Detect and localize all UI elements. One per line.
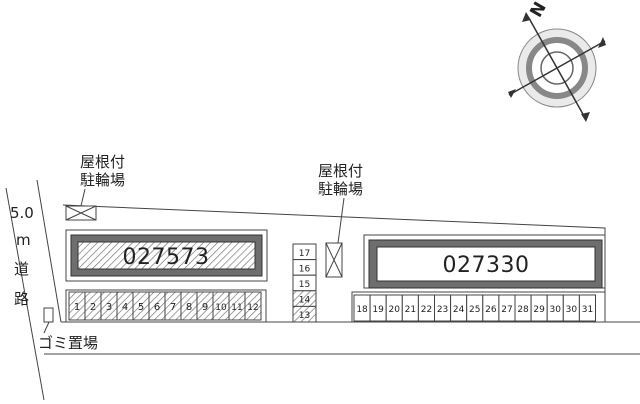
parking-stall-mid-1-number: 17 [299,249,310,259]
parking-stall-left-4: 4 [116,291,134,321]
parking-stall-left-10-number: 10 [215,303,227,313]
parking-stall-left-12-number: 12 [247,303,258,313]
compass-icon [508,12,606,122]
garbage-leader [43,321,50,334]
parking-stall-right-3-number: 20 [389,305,401,315]
building-1-id: 027573 [123,245,210,270]
parking-stall-right-10: 27 [498,294,516,322]
parking-stall-right-11: 28 [514,294,532,322]
parking-stall-left-8: 8 [180,291,198,321]
parking-stall-right-4-number: 21 [405,305,416,315]
parking-right-row: 18 19 20 21 22 23 24 25 26 27 28 29 30 30 31 [351,291,606,323]
bike-shelter-label-2-line-1: 屋根付 [318,162,363,180]
parking-stall-mid-5-number: 13 [299,311,310,321]
parking-stall-left-12: 12 [244,291,262,321]
building-1 [65,229,268,282]
parking-stall-left-3: 3 [100,291,118,321]
road-name-char-2: 路 [14,290,29,308]
road-edge-right [36,179,62,323]
parking-stall-right-1-number: 18 [356,305,368,315]
parking-stall-right-12-number: 29 [533,305,545,315]
parking-stall-right-4: 21 [401,294,419,322]
bike-shelter-label-2-line-2: 駐輪場 [318,180,363,198]
parking-stall-right-2-number: 19 [372,305,384,315]
parking-stall-mid-3: 15 [292,274,317,292]
building-2-id: 027330 [443,253,530,278]
parking-middle-column: 17 16 15 14 13 [292,243,317,323]
bike-shelter-label-1-line-2: 駐輪場 [80,171,125,189]
parking-stall-mid-2-number: 16 [299,264,311,274]
road-edge-left [5,187,45,401]
parking-stall-left-4-number: 4 [122,302,128,313]
parking-stall-right-8-number: 25 [469,305,480,315]
parking-stall-right-3: 20 [385,294,403,322]
parking-stall-right-14-number: 30 [566,305,578,315]
parking-stall-right-2: 19 [369,294,387,322]
parking-stall-left-7: 7 [164,291,182,321]
parking-stall-left-2-number: 2 [90,302,96,313]
parking-stall-right-5-number: 22 [421,305,432,315]
parking-stall-right-10-number: 27 [501,305,512,315]
parking-stall-left-2: 2 [84,291,102,321]
parking-stall-right-13: 30 [546,294,564,322]
parking-stall-mid-2: 16 [292,259,317,276]
site-boundary [62,204,606,322]
garbage-area-icon [43,307,54,323]
parking-stall-mid-4-number: 14 [299,296,311,306]
parking-stall-left-10: 10 [212,291,230,321]
parking-stall-right-15: 31 [578,294,597,322]
parking-stall-left-9: 9 [196,291,214,321]
parking-stall-mid-4: 14 [292,290,317,307]
parking-stall-right-7-number: 24 [453,305,465,315]
road-width-label: 5.0 [10,204,34,222]
parking-stall-left-1: 1 [68,291,86,321]
road-unit-label: m [16,231,31,249]
parking-stall-right-6: 23 [434,294,452,322]
parking-stall-left-5: 5 [132,291,150,321]
parking-stall-left-6: 6 [148,291,166,321]
bike-shelter-icon-2 [325,242,343,278]
parking-stall-left-7-number: 7 [170,302,176,313]
parking-stall-left-6-number: 6 [154,302,160,313]
parking-stall-mid-1: 17 [292,243,317,261]
parking-stall-right-8: 25 [466,294,484,322]
parking-stall-right-14: 30 [562,294,580,322]
bike-shelter-label-1-line-1: 屋根付 [80,153,125,171]
bike-shelter-leader-2 [337,197,345,244]
parking-stall-right-12: 29 [530,294,548,322]
parking-stall-left-3-number: 3 [106,302,112,313]
parking-stall-left-11-number: 11 [231,303,242,313]
parking-stall-right-1: 18 [353,294,371,322]
compass-north-label: N [526,0,550,21]
parking-stall-left-9-number: 9 [202,302,208,313]
building-2 [363,234,606,289]
parking-stall-mid-3-number: 15 [299,280,310,290]
parking-stall-right-7: 24 [450,294,468,322]
road-name-char-1: 道 [14,260,29,278]
parking-stall-left-11: 11 [228,291,246,321]
parking-stall-left-5-number: 5 [138,302,144,313]
parking-stall-right-9-number: 26 [485,305,497,315]
parking-stall-right-5: 22 [417,294,435,322]
parking-stall-mid-5: 13 [292,305,317,323]
garbage-label: ゴミ置場 [38,334,98,352]
parking-stall-right-15-number: 31 [582,305,593,315]
parking-stall-left-8-number: 8 [186,302,192,313]
bike-shelter-leader-1 [80,188,86,207]
bike-shelter-icon-1 [65,205,97,221]
parking-stall-right-13-number: 30 [550,305,562,315]
parking-stall-right-11-number: 28 [517,305,529,315]
parking-stall-right-6-number: 23 [437,305,448,315]
parking-stall-left-1-number: 1 [74,302,80,313]
parking-stall-right-9: 26 [482,294,500,322]
